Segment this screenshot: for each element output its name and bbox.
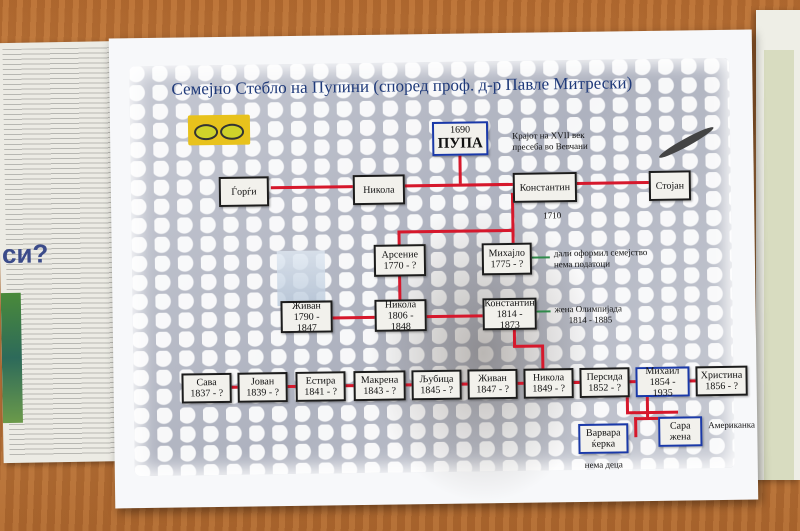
gen6-note-american: Американка	[708, 419, 756, 431]
person-gjorgji: Ѓорѓи	[218, 176, 270, 207]
person-nikola-gen2: Никола	[352, 174, 406, 206]
newspaper-photo	[0, 292, 23, 424]
person-konstantin-gen2: Константин	[512, 171, 578, 203]
eye-logo-icon	[187, 114, 251, 146]
gen6-note-no-children: нема деца	[584, 459, 623, 470]
family-tree-poster: Семејно Стебло на Пупини (според проф. д…	[108, 29, 759, 509]
window-reflection	[276, 250, 326, 307]
root-year: 1690	[449, 124, 471, 136]
person-stojan: Стојан	[648, 170, 692, 201]
newspaper-headline-fragment: си?	[1, 238, 49, 270]
gen3-note: дали оформил семејство нема податоци	[553, 247, 648, 270]
gen2-year-note: 1710	[543, 210, 562, 221]
root-note: Крајот на XVII век пресеба во Вевчани	[512, 129, 588, 152]
root-pupa-box: 1690 ПУПА	[431, 121, 489, 157]
right-paper-edge	[756, 10, 800, 480]
gen4-note: жена Олимпијада 1814 - 1885	[554, 303, 622, 326]
root-name: ПУПА	[437, 135, 483, 152]
